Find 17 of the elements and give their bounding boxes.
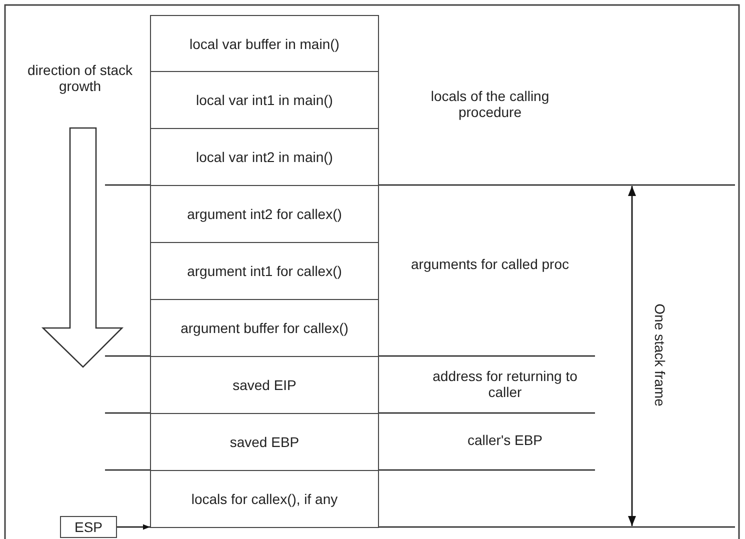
stack-cell: saved EBP	[150, 413, 379, 471]
stack-cell: local var int2 in main()	[150, 128, 379, 186]
stack-cell: saved EIP	[150, 356, 379, 414]
stack-cell: argument int1 for callex()	[150, 242, 379, 300]
annotation-text: arguments for called proc	[410, 256, 570, 272]
dimension-label: One stack frame	[652, 304, 668, 406]
register-label: ESP	[60, 516, 117, 538]
annotation-text: direction of stack growth	[26, 62, 134, 94]
annotation-text: caller's EBP	[466, 432, 544, 448]
annotation-text: address for returning to caller	[432, 368, 578, 400]
stack-cell: argument int2 for callex()	[150, 185, 379, 243]
stack-cell: local var int1 in main()	[150, 71, 379, 129]
stack-cell: argument buffer for callex()	[150, 299, 379, 357]
arrow	[117, 524, 150, 530]
annotation-text: locals of the calling procedure	[430, 88, 550, 120]
stack-cell: locals for callex(), if any	[150, 470, 379, 528]
stack-cell: local var buffer in main()	[150, 15, 379, 72]
